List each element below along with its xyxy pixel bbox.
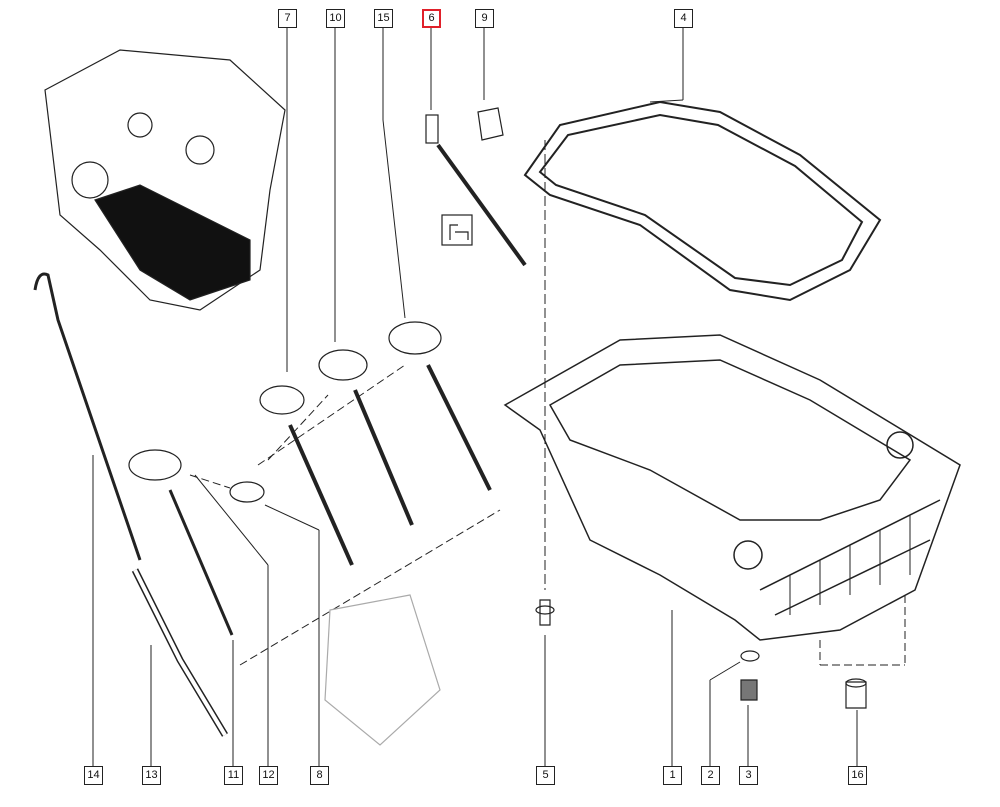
- callout-6-highlighted[interactable]: 6: [422, 9, 441, 28]
- callout-11[interactable]: 11: [224, 766, 243, 785]
- callout-4[interactable]: 4: [674, 9, 693, 28]
- callout-7[interactable]: 7: [278, 9, 297, 28]
- callout-2[interactable]: 2: [701, 766, 720, 785]
- callout-10[interactable]: 10: [326, 9, 345, 28]
- sump-gasket: [523, 100, 882, 302]
- leader-lines: [92, 27, 858, 766]
- callout-13[interactable]: 13: [142, 766, 161, 785]
- callout-15[interactable]: 15: [374, 9, 393, 28]
- oil-caps-and-tubes: [128, 321, 492, 746]
- callout-16[interactable]: 16: [848, 766, 867, 785]
- callout-1[interactable]: 1: [663, 766, 682, 785]
- callout-14[interactable]: 14: [84, 766, 103, 785]
- assembly-dashes: [189, 364, 906, 666]
- oil-level-sensor: [425, 107, 527, 267]
- small-fasteners: [535, 599, 867, 709]
- dipstick: [33, 272, 229, 737]
- callout-12[interactable]: 12: [259, 766, 278, 785]
- oil-pan: [503, 334, 961, 641]
- callout-5[interactable]: 5: [536, 766, 555, 785]
- callout-3[interactable]: 3: [739, 766, 758, 785]
- callout-8[interactable]: 8: [310, 766, 329, 785]
- engine-illustration: [44, 49, 286, 311]
- callout-9[interactable]: 9: [475, 9, 494, 28]
